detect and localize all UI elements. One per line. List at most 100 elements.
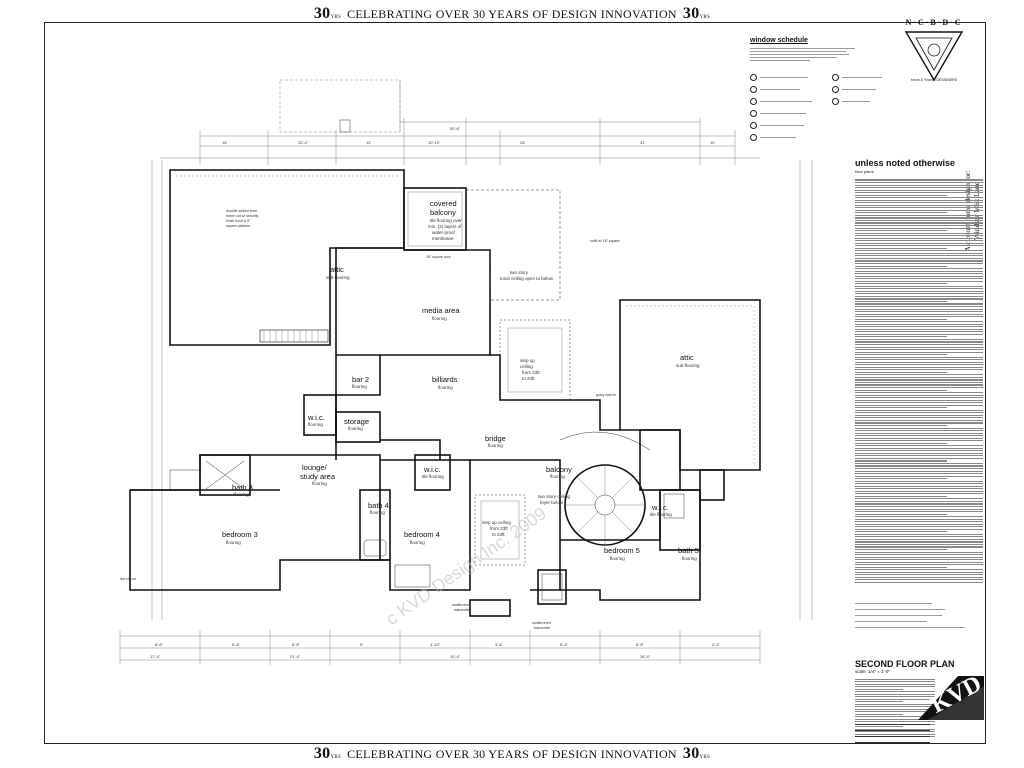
note-text-line — [855, 300, 948, 303]
note-text-line — [855, 533, 983, 535]
svg-text:3'-6": 3'-6" — [495, 642, 504, 647]
window-type-icon — [832, 98, 870, 105]
note-text-line — [855, 460, 948, 462]
note-text-line — [855, 217, 983, 219]
room-attic-right-sub: sub-flooring — [676, 363, 700, 368]
notice-text-line — [855, 691, 935, 692]
note-text-line — [855, 179, 983, 181]
svg-text:4'-10": 4'-10" — [430, 642, 441, 647]
note-text-line — [855, 495, 948, 497]
note-text-line — [855, 237, 983, 239]
note-text-line — [855, 508, 983, 510]
window-type-icon — [750, 122, 804, 129]
svg-text:12': 12' — [366, 140, 371, 145]
room-cantilevered-1b: balconette — [454, 608, 470, 612]
note-text-line — [855, 369, 983, 371]
room-step-up-lower-2: from 23ft — [490, 526, 509, 531]
note-text-line — [855, 364, 983, 366]
note-text-line — [855, 202, 983, 204]
room-covered-balcony-sub: tile flooring over — [430, 218, 462, 223]
room-step-up-upper: step up — [520, 358, 535, 363]
note-text-line — [855, 230, 948, 232]
window-type-icon — [750, 110, 806, 117]
attic-left — [169, 169, 405, 346]
notice-text-line — [855, 728, 935, 730]
note-text-line — [855, 445, 983, 447]
note-text-line — [855, 270, 983, 272]
room-lounge-1: lounge/ — [302, 463, 328, 472]
note-text-line — [855, 490, 983, 492]
floor-plan-drawing: 16'22'-4" 12'10'-10" 28'31' 50'-6"10' 6'… — [119, 79, 813, 665]
notice-text-line — [855, 711, 935, 712]
note-text-line — [855, 435, 983, 437]
room-cantilevered-1a: cantilevered — [452, 603, 471, 607]
note-text-line — [855, 437, 983, 439]
note-text-line — [855, 581, 983, 583]
kvd-logo — [918, 676, 984, 720]
note-text-line — [855, 219, 983, 222]
notice-text-line — [855, 683, 935, 685]
note-text-line — [855, 556, 983, 558]
note-text-line — [855, 333, 983, 335]
left-bedroom-block — [129, 454, 381, 591]
svg-text:6'-8": 6'-8" — [292, 642, 301, 647]
note-text-line — [855, 394, 983, 396]
room-attic-left: attic — [330, 265, 344, 274]
room-bridge: bridge — [485, 434, 506, 443]
room-wic-right-sub: tile flooring — [650, 512, 672, 517]
balconette-left — [469, 599, 511, 617]
note-text-line — [855, 389, 948, 391]
note-text-line — [855, 204, 983, 206]
note-text-line — [855, 505, 983, 508]
note-text-line — [855, 402, 983, 404]
note-text-line — [855, 447, 983, 449]
ncbdc-letters: N·C·B·D·C — [905, 18, 963, 27]
ncbdc-emblem-icon — [904, 31, 964, 82]
note-text-line — [855, 384, 983, 386]
note-text-line — [855, 417, 983, 419]
note-text-line — [855, 313, 983, 315]
room-bedroom-4: bedroom 4 — [404, 530, 440, 539]
note-text-line — [855, 480, 983, 482]
note-text-line — [855, 503, 983, 505]
note-text-line — [855, 361, 983, 363]
note-text-line — [855, 412, 983, 414]
room-bedroom-5: bedroom 5 — [604, 546, 640, 555]
note-text-line — [855, 409, 983, 411]
note-text-line — [855, 225, 983, 227]
notice-text-line — [855, 733, 935, 735]
svg-text:square platform: square platform — [226, 224, 250, 228]
room-attic-right: attic — [680, 353, 694, 362]
note-text-line — [855, 321, 983, 323]
note-text-line — [855, 414, 983, 416]
room-step-up-upper-4: to 24ft — [522, 376, 535, 381]
note-text-line — [855, 214, 983, 216]
note-text-line — [855, 399, 983, 401]
note-text-line — [855, 442, 948, 444]
room-covered-balcony-1: covered — [430, 199, 457, 208]
room-storage-sub: flooring — [348, 426, 363, 431]
note-text-line — [855, 526, 983, 528]
note-text-line — [855, 543, 983, 546]
bedroom-5-block — [560, 429, 725, 601]
room-step-up-upper-2: ceiling — [520, 364, 533, 369]
svg-text:10': 10' — [710, 140, 715, 145]
room-wic-mid-sub: tile flooring — [422, 474, 444, 479]
central-walls — [303, 354, 620, 460]
note-text-line — [855, 379, 983, 381]
note-text-line — [855, 260, 983, 262]
note-text-line — [855, 278, 983, 280]
note-text-line — [855, 194, 948, 196]
note-text-line — [855, 387, 983, 389]
bedroom-4-block — [359, 454, 471, 591]
note-text-line — [855, 566, 948, 568]
note-text-line — [855, 245, 983, 247]
room-billiards: billiards — [432, 375, 458, 384]
svg-text:31': 31' — [640, 140, 645, 145]
note-text-line — [855, 493, 983, 495]
window-schedule-title: window schedule — [750, 37, 808, 44]
note-text-line — [855, 187, 983, 189]
room-bedroom-3: bedroom 3 — [222, 530, 258, 539]
note-text-line — [855, 452, 983, 454]
window-type-icon — [832, 86, 876, 93]
